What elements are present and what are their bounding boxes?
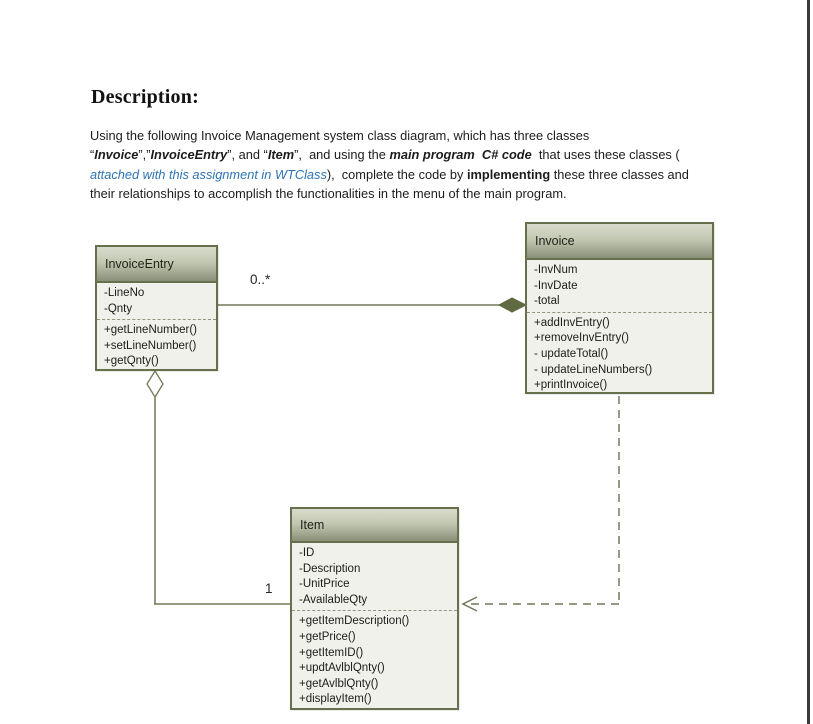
class-name-item: Item xyxy=(300,518,325,532)
wtclass-link[interactable]: attached with this assignment in WTClass xyxy=(90,166,327,182)
text-segment: Using the following Invoice Management s… xyxy=(90,128,590,143)
attribute-row: -InvNum xyxy=(534,264,578,276)
attribute-row: -LineNo xyxy=(104,287,145,299)
description-paragraph: Using the following Invoice Management s… xyxy=(90,126,755,203)
dependency-arrowhead xyxy=(461,596,478,612)
multiplicity-label-invoice-end: 0..* xyxy=(250,272,271,287)
attributes-section-item: -ID -Description -UnitPrice -AvailableQty xyxy=(292,543,457,610)
text-segment: main program C# code xyxy=(389,147,532,163)
methods-section-invoice-entry: +getLineNumber() +setLineNumber() +getQnty… xyxy=(97,319,216,372)
class-name-invoice-entry: InvoiceEntry xyxy=(105,257,174,271)
method-row: - updateTotal() xyxy=(534,347,609,360)
attribute-row: -AvailableQty xyxy=(299,593,368,606)
page-edge-line xyxy=(807,0,810,724)
class-box-invoice-entry: InvoiceEntry -LineNo -Qnty +getLineNumber… xyxy=(95,245,218,371)
class-box-invoice: Invoice -InvNum -InvDate -total +addInvEnt… xyxy=(525,222,714,394)
method-row: +addInvEntry() xyxy=(534,316,610,329)
composition-diamond xyxy=(497,297,528,313)
attribute-row: -Qnty xyxy=(104,302,133,315)
page-title: Description: xyxy=(91,86,199,108)
method-row: +updtAvlblQnty() xyxy=(299,662,385,675)
text-segment: ”, and “ xyxy=(227,147,268,163)
text-segment: ”, and using the xyxy=(294,147,390,163)
method-row: +removeInvEntry() xyxy=(534,332,629,345)
methods-section-invoice: +addInvEntry() +removeInvEntry() - updateT… xyxy=(527,311,712,396)
text-segment: ”,” xyxy=(138,147,151,163)
attribute-row: -ID xyxy=(299,547,315,559)
text-segment: ), complete the code by xyxy=(326,166,467,182)
multiplicity-label-item-end: 1 xyxy=(265,581,273,596)
method-row: +getLineNumber() xyxy=(104,324,198,337)
method-row: +setLineNumber() xyxy=(104,339,197,352)
text-segment: InvoiceEntry xyxy=(150,147,228,163)
text-segment: implementing xyxy=(466,166,551,182)
class-header-invoice: Invoice xyxy=(527,224,712,260)
class-name-invoice: Invoice xyxy=(535,234,575,248)
attribute-row: -UnitPrice xyxy=(299,578,350,591)
attributes-section-invoice: -InvNum -InvDate -total xyxy=(527,260,712,312)
class-header-item: Item xyxy=(292,509,457,543)
method-row: - updateLineNumbers() xyxy=(534,363,653,376)
attributes-section-invoice-entry: -LineNo -Qnty xyxy=(97,283,216,319)
class-box-item: Item -ID -Description -UnitPrice -Available… xyxy=(290,507,459,710)
text-segment: Item xyxy=(267,147,295,163)
attribute-row: -InvDate xyxy=(534,279,578,292)
class-header-invoice-entry: InvoiceEntry xyxy=(97,247,216,283)
aggregation-diamond xyxy=(146,369,164,399)
method-row: +getItemDescription() xyxy=(299,615,410,628)
method-row: +displayItem() xyxy=(299,693,372,706)
text-segment: “ xyxy=(90,147,95,163)
text-segment: that uses these classes ( xyxy=(531,147,680,163)
attribute-row: -Description xyxy=(299,562,361,575)
methods-section-item: +getItemDescription() +getPrice() +getItem… xyxy=(292,610,457,710)
method-row: +getAvlblQnty() xyxy=(299,677,379,690)
method-row: +getItemID() xyxy=(299,646,364,659)
method-row: +printInvoice() xyxy=(534,379,608,392)
attribute-row: -total xyxy=(534,295,560,308)
method-row: +getPrice() xyxy=(299,630,356,643)
method-row: +getQnty() xyxy=(104,355,159,368)
text-segment: these three classes and xyxy=(550,166,689,182)
text-segment: Invoice xyxy=(94,147,139,163)
text-segment: their relationships to accomplish the fu… xyxy=(90,185,567,201)
